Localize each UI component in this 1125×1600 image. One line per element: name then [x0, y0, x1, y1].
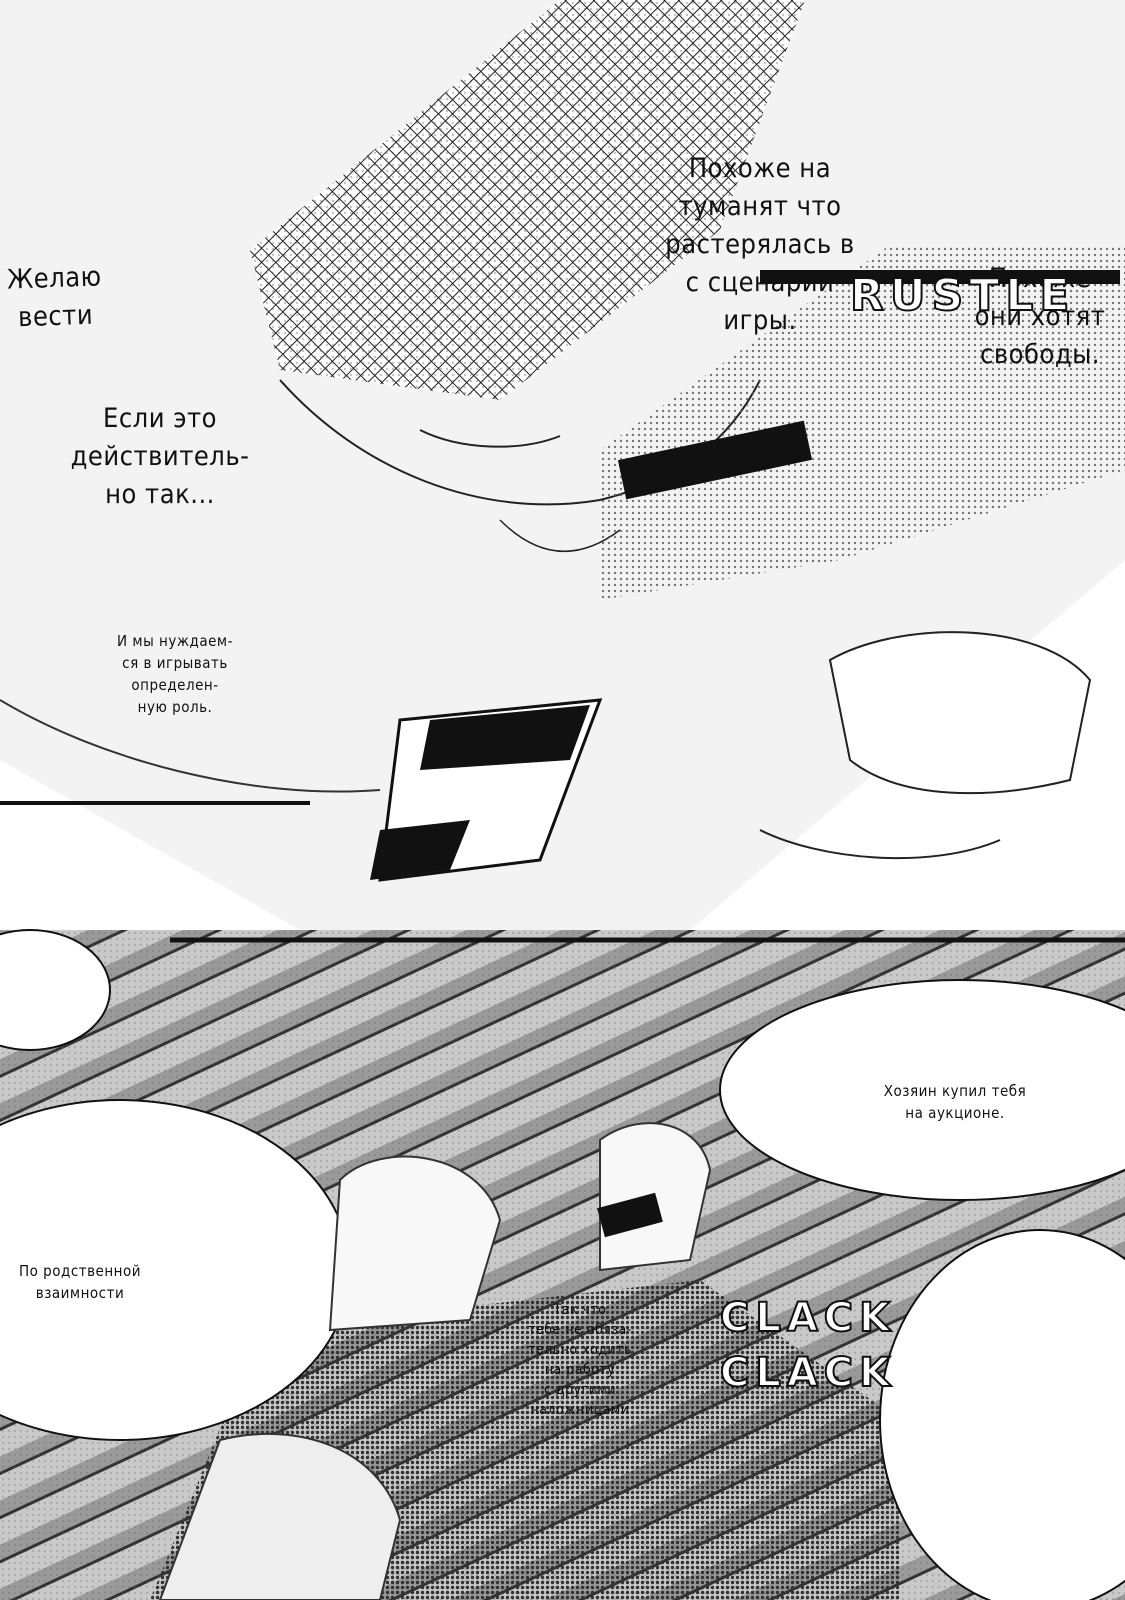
lower-panel-art	[0, 929, 1125, 1600]
sfx-bottom-b: CLACK	[719, 1349, 897, 1397]
upper-panel-art	[0, 0, 1125, 930]
caption-mid-left: Если это действитель- но так...	[70, 403, 250, 510]
caption-bottom-center: Так что тебе не обяза- тельно ходить на …	[528, 1302, 632, 1418]
caption-top-right: Похоже на туманят что растерялась в с сц…	[665, 153, 855, 336]
caption-far-right: Похоже они хотят свободы.	[974, 263, 1106, 370]
caption-bottom-left: По родственной взаимности	[18, 1262, 142, 1302]
caption-top-left: Желаю вести	[6, 261, 103, 334]
caption-small-left: И мы нуждаем- ся в игрывать определен- н…	[117, 632, 233, 716]
caption-mid-right: Хозяин купил тебя на аукционе.	[883, 1082, 1027, 1122]
sfx-top: RUSTLE	[849, 269, 1076, 322]
sfx-bottom-a: CLACK	[719, 1294, 897, 1342]
